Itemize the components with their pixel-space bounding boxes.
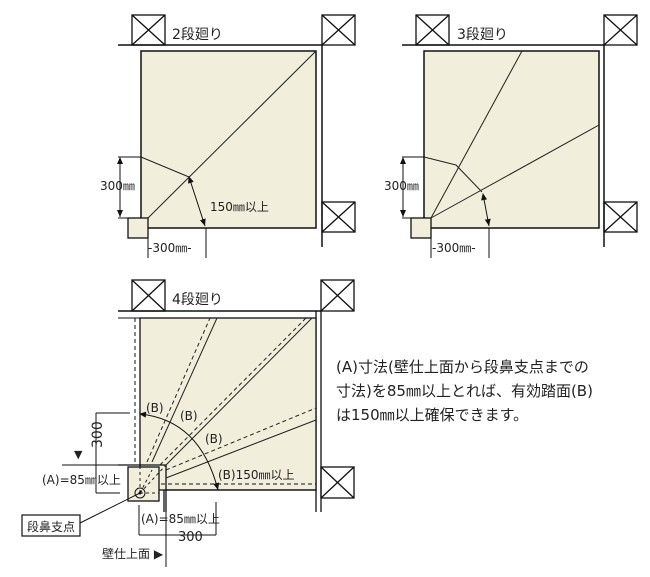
- note-line: 寸法)を85㎜以上とれば、有効踏面(B): [336, 382, 593, 400]
- post-icon: [603, 201, 638, 233]
- dim-horizontal: -300㎜-: [432, 241, 476, 255]
- pivot-callout: 段鼻支点: [27, 519, 75, 534]
- post-icon: [320, 466, 355, 499]
- label-b-1: (B): [146, 401, 164, 415]
- post-icon: [603, 14, 638, 46]
- label-b-tread: (B)150㎜以上: [218, 468, 295, 482]
- label-a-left: (A)=85㎜以上: [42, 473, 121, 487]
- title-two-step: 2段廻り: [172, 27, 223, 43]
- wall-surface-label: 壁仕上面 ▶: [102, 546, 164, 561]
- dim-horizontal: 300: [178, 530, 203, 545]
- title-three-step: 3段廻り: [457, 27, 508, 43]
- label-b-3: (B): [205, 432, 223, 446]
- note-line: (A)寸法(壁仕上面から段鼻支点までの: [336, 358, 589, 376]
- four-step-winder: ▼ 300 300 (A)=85㎜以上 (A)=85㎜以上 (B) (B) (B…: [21, 279, 355, 567]
- dim-vertical: 300㎜: [100, 179, 135, 193]
- three-step-winder: 300㎜ -300㎜- 3段廻り: [384, 14, 638, 258]
- post-icon: [131, 279, 166, 312]
- pivot-point-icon: [134, 487, 146, 499]
- title-four-step: 4段廻り: [172, 292, 223, 308]
- explanation-note: (A)寸法(壁仕上面から段鼻支点までの 寸法)を85㎜以上とれば、有効踏面(B)…: [336, 355, 636, 427]
- note-line: は150㎜以上確保できます。: [336, 406, 529, 424]
- post-icon: [320, 279, 355, 312]
- label-a-bottom: (A)=85㎜以上: [141, 512, 220, 526]
- two-step-winder: 300㎜ -300㎜- 150㎜以上 2段廻り: [100, 14, 356, 258]
- label-b-2: (B): [180, 409, 198, 423]
- dim-horizontal: -300㎜-: [148, 241, 192, 255]
- post-icon: [321, 201, 356, 233]
- dim-vertical: 300: [90, 421, 106, 448]
- level-marker-icon: ▼: [74, 448, 83, 461]
- post-icon: [321, 14, 356, 46]
- dim-vertical: 300㎜: [384, 179, 419, 193]
- dim-tread: 150㎜以上: [210, 200, 269, 214]
- post-icon: [415, 14, 450, 46]
- post-icon: [131, 14, 166, 46]
